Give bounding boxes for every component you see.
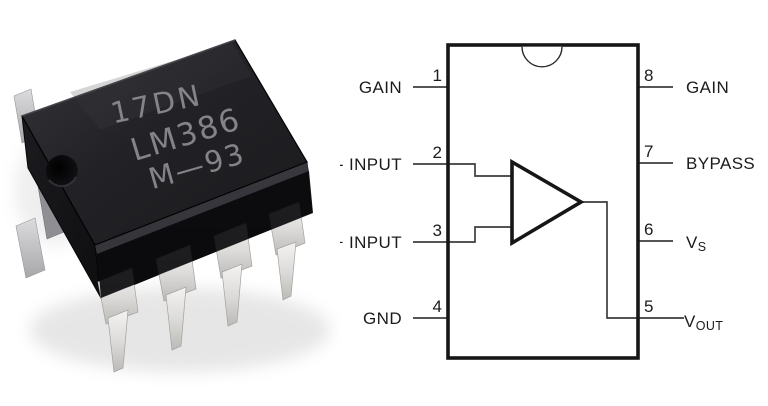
- ic-notch-icon: [521, 46, 563, 68]
- chip-pin1-dimple: [46, 155, 78, 187]
- pinout-diagram: 1 2 3 4 8 7 6 5 GAIN - INPUT + INPUT GND: [340, 0, 768, 406]
- output-wire: [580, 201, 684, 319]
- pin-3-number: 3: [433, 221, 442, 240]
- pin-6-label-subscript: S: [698, 240, 707, 254]
- pinout-svg: 1 2 3 4 8 7 6 5 GAIN - INPUT + INPUT GND: [340, 43, 755, 360]
- chip-photo: 17DN LM386 M—93: [0, 0, 340, 406]
- noninverting-input-wire: [448, 226, 514, 243]
- pin-4-number: 4: [433, 297, 442, 316]
- pin-8-number: 8: [644, 66, 653, 85]
- right-pin-labels: GAIN BYPASS VS VOUT: [684, 78, 755, 333]
- left-pin-labels: GAIN - INPUT + INPUT GND: [340, 78, 402, 328]
- pin-4-label: GND: [363, 309, 402, 328]
- chip-top-edge-highlight: [21, 39, 236, 117]
- chip-photo-svg: 17DN LM386 M—93: [13, 39, 330, 373]
- pin-stubs: [413, 86, 673, 319]
- pin-5-label-subscript: OUT: [696, 319, 724, 333]
- pin-7-number: 7: [644, 142, 653, 161]
- pin-8-label: GAIN: [686, 78, 729, 97]
- chip-front-leads: [97, 201, 306, 373]
- pin-3-label: + INPUT: [340, 233, 402, 252]
- pin-2-label: - INPUT: [340, 155, 402, 174]
- pin-6-number: 6: [644, 220, 653, 239]
- chip-body-chamfer: [95, 162, 309, 254]
- chip-body-overhang: [97, 171, 313, 298]
- pin-7-label: BYPASS: [686, 154, 755, 173]
- ic-body-outline: [446, 43, 640, 360]
- pin-5-number: 5: [644, 297, 653, 316]
- chip-markings: 17DN LM386 M—93: [108, 78, 250, 196]
- pin-1-label: GAIN: [359, 78, 402, 97]
- pin-6-label: VS: [686, 233, 707, 254]
- pin-1-number: 1: [433, 66, 442, 85]
- pin-2-number: 2: [433, 143, 442, 162]
- chip-dimple-highlight: [48, 176, 77, 188]
- left-pin-numbers: 1 2 3 4: [433, 66, 442, 316]
- internal-wires: [448, 163, 684, 319]
- right-pin-numbers: 8 7 6 5: [644, 66, 653, 316]
- chip-back-lead-3: [15, 217, 46, 279]
- opamp-triangle-icon: [510, 158, 585, 247]
- pin-5-label: VOUT: [684, 312, 723, 333]
- inverting-input-wire: [448, 163, 514, 177]
- chip-top-sheen: [70, 43, 252, 130]
